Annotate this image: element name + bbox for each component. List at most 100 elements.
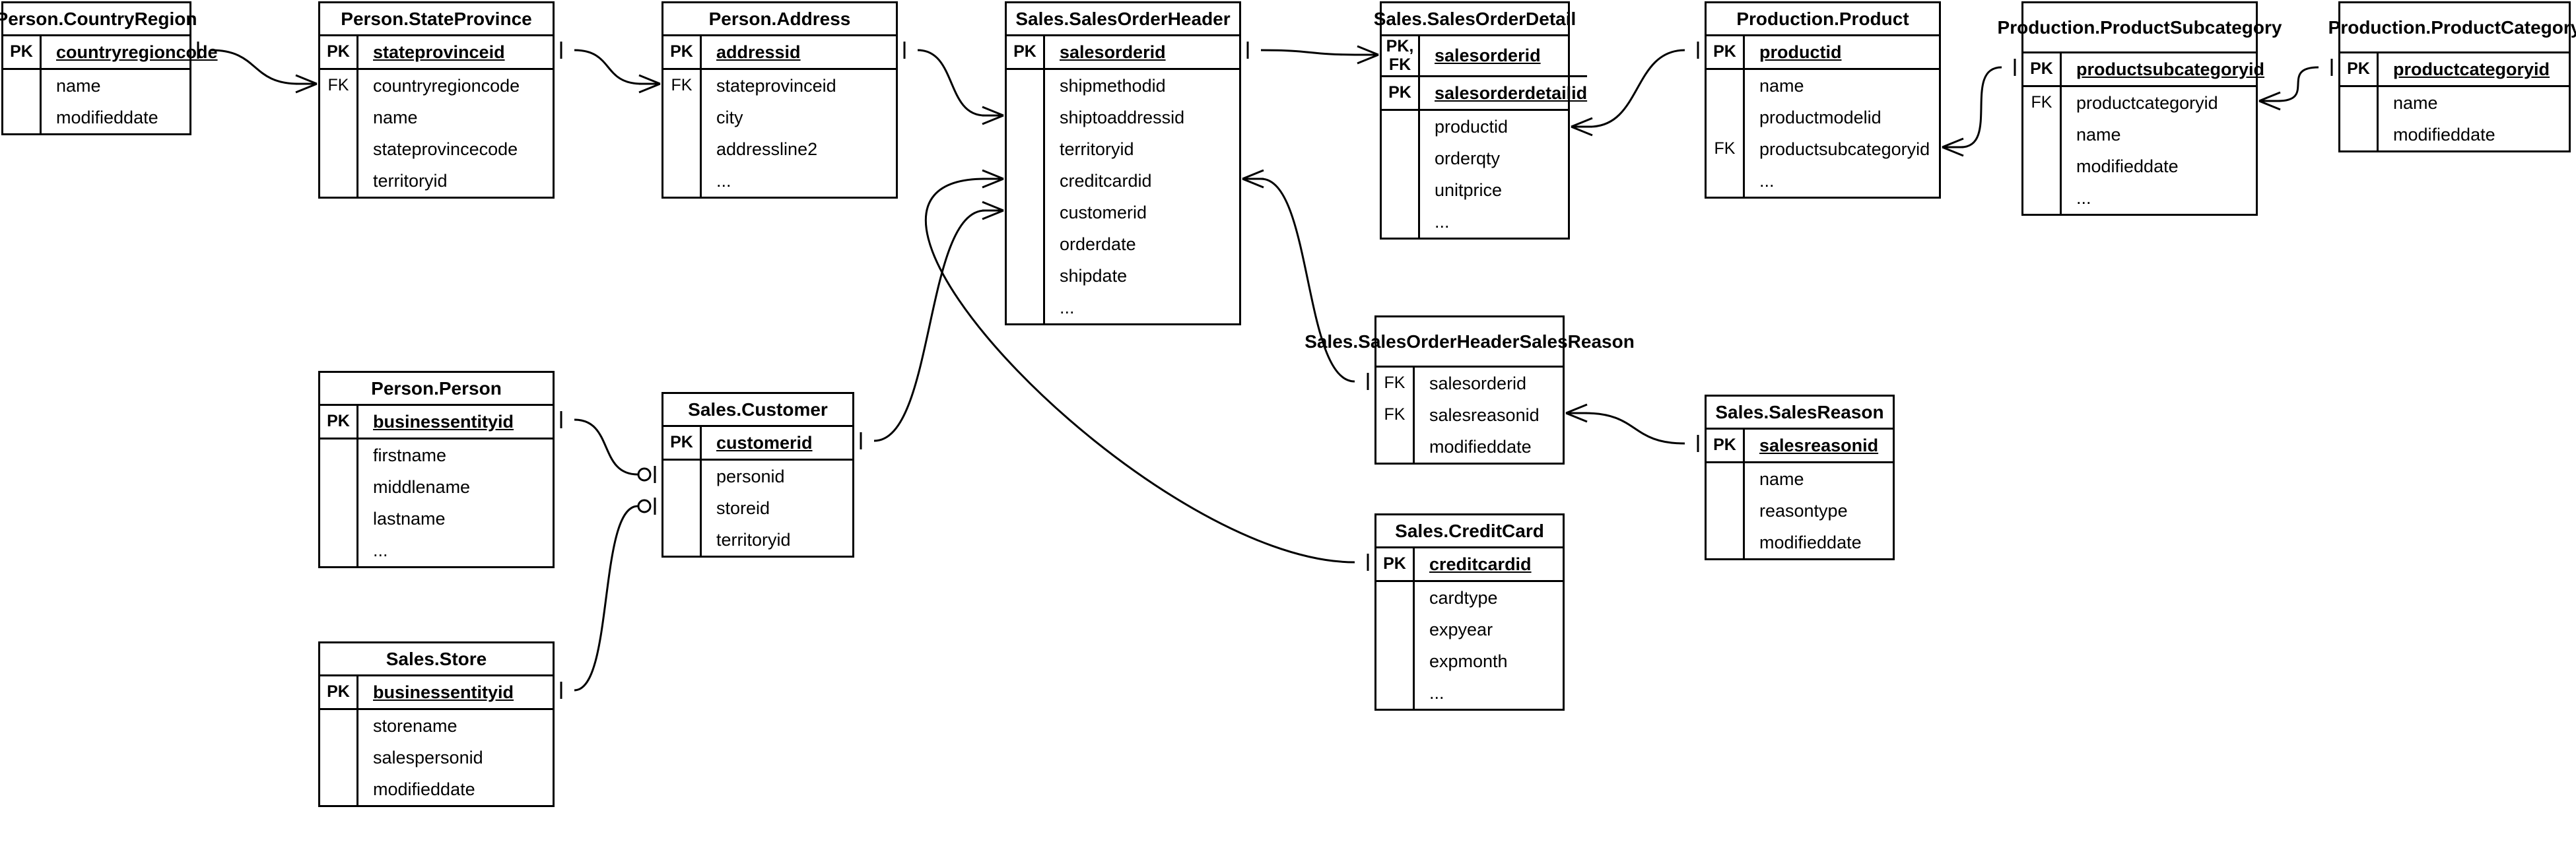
field-name[interactable]: creditcardid	[1060, 170, 1152, 191]
field-name[interactable]: addressid	[716, 42, 801, 62]
field-column: shipmethodid shiptoaddressid territoryid cr…	[1045, 70, 1239, 323]
field-name[interactable]: salesorderid	[1060, 42, 1166, 62]
field-column: personid storeid territoryid	[702, 461, 852, 556]
field-name[interactable]: salesreasonid	[1429, 405, 1540, 425]
field-name[interactable]: cardtype	[1429, 587, 1498, 608]
field-name[interactable]: productcategoryid	[2393, 59, 2550, 79]
field-name[interactable]: businessentityid	[373, 682, 514, 702]
field-name[interactable]: storeid	[716, 498, 770, 518]
field-name[interactable]: name	[56, 75, 101, 96]
field-name[interactable]: salesorderdetailid	[1435, 82, 1588, 103]
relationship-line	[1589, 49, 1685, 128]
entity-body-section: storename salespersonid modifieddate	[320, 708, 553, 805]
field-name[interactable]: shipdate	[1060, 265, 1128, 286]
field-name[interactable]: addressline2	[716, 139, 818, 159]
entity-table-title: Sales.Customer	[663, 394, 852, 427]
field-name[interactable]: customerid	[716, 432, 813, 453]
cardinality-zero-circle	[637, 499, 652, 513]
field-name[interactable]: storename	[373, 715, 458, 736]
field-name[interactable]: ...	[1435, 211, 1450, 232]
field-name[interactable]: modifieddate	[1759, 532, 1862, 552]
field-name[interactable]: salesreasonid	[1759, 435, 1879, 455]
field-name[interactable]: expyear	[1429, 619, 1493, 639]
field-name[interactable]: ...	[1759, 170, 1775, 191]
key-badge-empty	[1007, 197, 1043, 228]
field-name[interactable]: productid	[1759, 42, 1842, 62]
field-name[interactable]: territoryid	[716, 529, 791, 550]
field-column: name modifieddate	[42, 70, 189, 133]
field-name[interactable]: modifieddate	[56, 107, 158, 127]
field-name[interactable]: creditcardid	[1429, 554, 1532, 574]
field-name[interactable]: salesorderid	[1420, 36, 1588, 77]
field-name[interactable]: ...	[1060, 297, 1075, 317]
key-badge-empty	[1707, 70, 1743, 102]
field-name[interactable]: middlename	[373, 476, 471, 497]
entity-body-section: productid orderqty unitprice...	[1382, 109, 1568, 238]
field-name[interactable]: name	[2393, 92, 2438, 113]
field-name[interactable]: stateprovincecode	[373, 139, 518, 159]
field-name[interactable]: lastname	[373, 508, 446, 529]
field-name[interactable]: salesorderid	[1429, 373, 1527, 393]
field-name[interactable]: modifieddate	[2393, 124, 2495, 145]
field-name[interactable]: expmonth	[1429, 651, 1508, 671]
field-name[interactable]: name	[373, 107, 418, 127]
field-name[interactable]: productid	[1435, 116, 1508, 137]
field-name[interactable]: orderdate	[1060, 234, 1136, 254]
relationship-productsubcategory-productcategory	[2258, 59, 2333, 111]
field-name[interactable]: shiptoaddressid	[1060, 107, 1185, 127]
field-name[interactable]: name	[1759, 75, 1804, 96]
field-name[interactable]: productsubcategoryid	[1759, 139, 1930, 159]
field-name[interactable]: reasontype	[1759, 500, 1848, 521]
field-name[interactable]: modifieddate	[373, 779, 475, 799]
field-name[interactable]: firstname	[373, 445, 447, 465]
field-name[interactable]: productsubcategoryid	[2076, 59, 2265, 79]
field-name[interactable]: ...	[1429, 682, 1444, 703]
field-name[interactable]: name	[2076, 124, 2121, 145]
field-name[interactable]: countryregioncode	[373, 75, 520, 96]
field-name[interactable]: ...	[373, 540, 388, 560]
field-name[interactable]: unitprice	[1435, 179, 1503, 200]
entity-body-section: name modifieddate	[3, 68, 189, 133]
field-name[interactable]: productcategoryid	[2076, 92, 2218, 113]
fk-badge: FK	[327, 76, 349, 95]
field-name[interactable]: ...	[716, 170, 731, 191]
field-name[interactable]: city	[716, 107, 743, 127]
field-name[interactable]: name	[1759, 469, 1804, 489]
key-badge-empty	[1376, 645, 1413, 677]
field-name[interactable]: ...	[2076, 187, 2091, 208]
field-name[interactable]: territoryid	[373, 170, 448, 191]
field-name[interactable]: productmodelid	[1759, 107, 1881, 127]
field-name[interactable]: shipmethodid	[1060, 75, 1166, 96]
field-name[interactable]: stateprovinceid	[716, 75, 836, 96]
field-name[interactable]: salespersonid	[373, 747, 483, 767]
key-badge-empty	[1007, 260, 1043, 292]
field-name[interactable]: customerid	[1060, 202, 1147, 222]
field-name[interactable]: modifieddate	[2076, 156, 2179, 176]
field-name[interactable]: stateprovinceid	[373, 42, 505, 62]
fk-label-column	[663, 461, 702, 556]
key-badge-empty	[2023, 119, 2060, 150]
key-badge: PK	[1388, 83, 1411, 102]
key-badge-empty	[3, 70, 40, 102]
field-name[interactable]: modifieddate	[1429, 436, 1532, 457]
field-name[interactable]: orderqty	[1435, 148, 1501, 168]
field-name[interactable]: countryregioncode	[56, 42, 218, 62]
field-name[interactable]: personid	[716, 466, 785, 486]
field-name[interactable]: businessentityid	[373, 411, 514, 432]
entity-body-section: personid storeid territoryid	[663, 459, 852, 556]
field-name[interactable]: territoryid	[1060, 139, 1134, 159]
